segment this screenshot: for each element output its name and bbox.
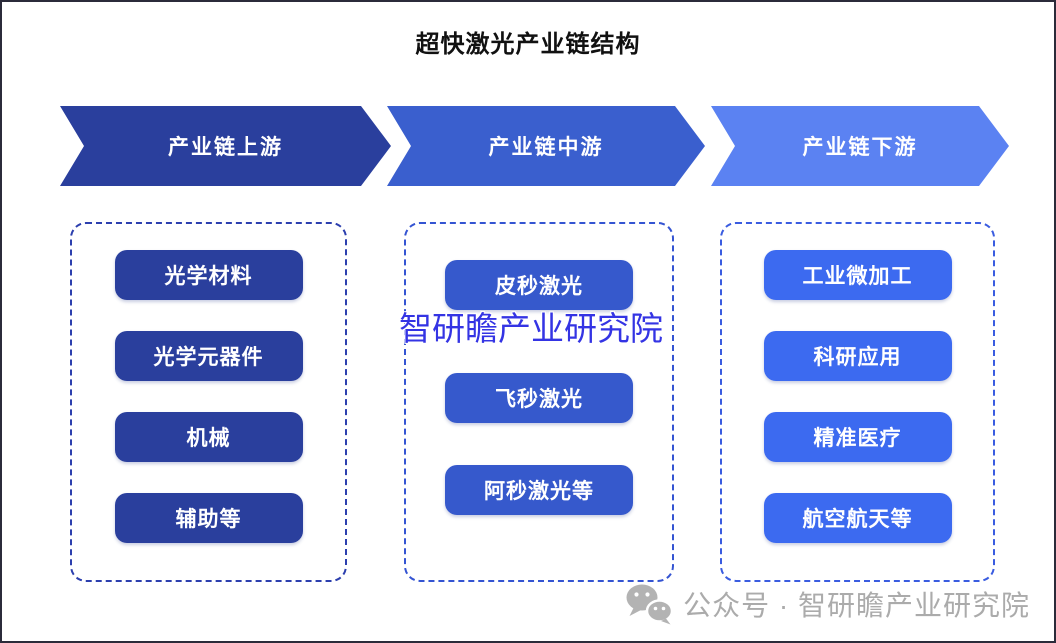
chain-node: 光学材料	[114, 250, 303, 300]
wechat-icon	[626, 584, 674, 625]
chain-node: 光学元器件	[114, 331, 303, 381]
upstream-column: 光学材料 光学元器件 机械 辅助等	[70, 222, 347, 582]
chain-node: 皮秒激光	[445, 260, 633, 310]
stage-label: 产业链中游	[488, 136, 604, 159]
diagram-title: 超快激光产业链结构	[415, 31, 641, 58]
midstream-column: 皮秒激光 飞秒激光 阿秒激光等	[404, 222, 674, 582]
chain-node: 工业微加工	[763, 250, 952, 300]
stage-arrow-upstream: 产业链上游	[60, 106, 391, 186]
stage-arrow-midstream: 产业链中游	[387, 106, 705, 186]
chain-node: 精准医疗	[763, 412, 952, 462]
chain-node: 阿秒激光等	[445, 465, 633, 515]
stage-label: 产业链下游	[802, 136, 918, 159]
chain-node: 飞秒激光	[445, 373, 633, 423]
chain-node: 航空航天等	[763, 493, 952, 543]
stage-label: 产业链上游	[168, 136, 283, 159]
chain-node: 机械	[114, 412, 303, 462]
footer-credit: 公众号 · 智研瞻产业研究院	[625, 583, 1030, 625]
watermark-text: 智研瞻产业研究院	[399, 312, 663, 348]
stage-arrow-downstream: 产业链下游	[711, 106, 1009, 186]
downstream-column: 工业微加工 科研应用 精准医疗 航空航天等	[720, 222, 995, 582]
footer-text: 公众号 · 智研瞻产业研究院	[683, 590, 1030, 621]
chain-node: 科研应用	[763, 331, 952, 381]
chain-node: 辅助等	[114, 493, 303, 543]
